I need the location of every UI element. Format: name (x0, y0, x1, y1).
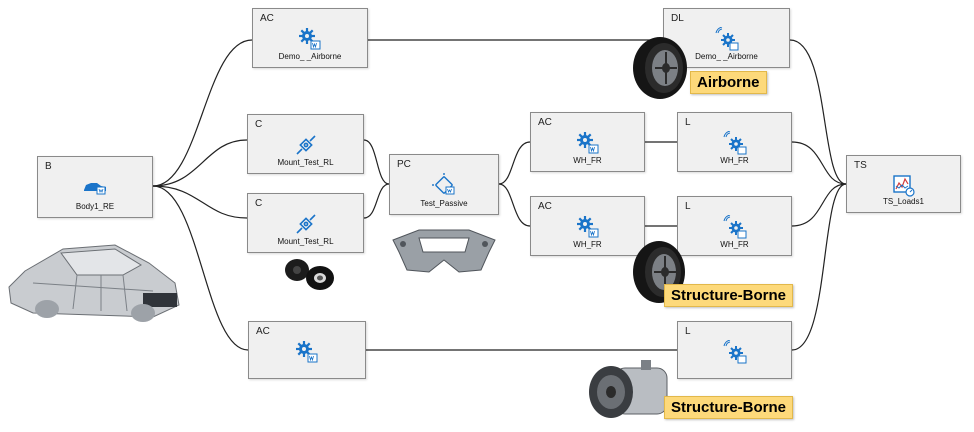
node-name: Test_Passive (420, 199, 468, 208)
car-body-icon (84, 183, 106, 195)
node-name: WH_FR (573, 156, 602, 165)
ac-compressor-image (589, 360, 668, 418)
node-type-label: C (255, 198, 263, 209)
node-type-label: DL (671, 13, 684, 24)
node-name: TS_Loads1 (883, 197, 924, 206)
node-type-label: PC (397, 159, 411, 170)
car-body-in-white-image (8, 244, 180, 322)
node-type-label: B (45, 161, 52, 172)
node-name: Mount_Test_RL (277, 237, 334, 246)
node-name: Demo_ _Airborne (695, 52, 758, 61)
node-type-label: L (685, 117, 691, 128)
node-ac-wh-2[interactable]: AC WH_FR (530, 196, 645, 256)
node-l-wh-2[interactable]: L WH_FR (677, 196, 792, 256)
passive-component-icon (432, 173, 455, 195)
active-component-gear-icon (576, 132, 598, 154)
node-l-wh-1[interactable]: L WH_FR (677, 112, 792, 172)
subframe-image (392, 229, 496, 273)
node-name: WH_FR (720, 240, 749, 249)
node-type-label: L (685, 326, 691, 337)
node-type-label: AC (538, 117, 552, 128)
node-ac-bottom[interactable]: AC (248, 321, 366, 379)
node-type-label: AC (538, 201, 552, 212)
node-type-label: AC (260, 13, 274, 24)
load-gear-signal-icon (723, 340, 746, 364)
node-c-mount-2[interactable]: C Mount_Test_RL (247, 193, 364, 253)
node-name: Body1_RE (75, 202, 115, 211)
active-component-gear-icon (299, 28, 321, 50)
rubber-bushing-mount-image (285, 259, 334, 290)
tire-image (633, 37, 687, 99)
structure-borne-callout: Structure-Borne (664, 284, 794, 307)
target-spectrum-chart-icon (892, 175, 915, 197)
node-type-label: C (255, 119, 263, 130)
node-ac-wh-1[interactable]: AC WH_FR (530, 112, 645, 172)
node-name: WH_FR (573, 240, 602, 249)
structure-borne-callout: Structure-Borne (664, 396, 794, 419)
load-gear-signal-icon (723, 215, 746, 239)
airborne-callout: Airborne (690, 71, 767, 94)
node-type-label: L (685, 201, 691, 212)
node-pc-passive[interactable]: PC Test_Passive (389, 154, 499, 215)
active-component-gear-icon (576, 216, 598, 238)
mount-connector-icon (295, 135, 316, 155)
active-component-gear-icon (296, 341, 318, 363)
node-c-mount-1[interactable]: C Mount_Test_RL (247, 114, 364, 174)
load-gear-signal-icon (723, 131, 746, 155)
node-name: WH_FR (720, 156, 749, 165)
node-ts-loads[interactable]: TS TS_Loads1 (846, 155, 961, 213)
node-ac-top[interactable]: AC Demo_ _Airborne (252, 8, 368, 68)
load-gear-signal-icon (715, 27, 738, 51)
node-type-label: AC (256, 326, 270, 337)
mount-connector-icon (295, 214, 316, 234)
node-name: Mount_Test_RL (277, 158, 334, 167)
node-type-label: TS (854, 160, 867, 171)
node-l-bottom[interactable]: L (677, 321, 792, 379)
node-name: Demo_ _Airborne (278, 52, 342, 61)
node-b-body[interactable]: B Body1_RE (37, 156, 153, 218)
